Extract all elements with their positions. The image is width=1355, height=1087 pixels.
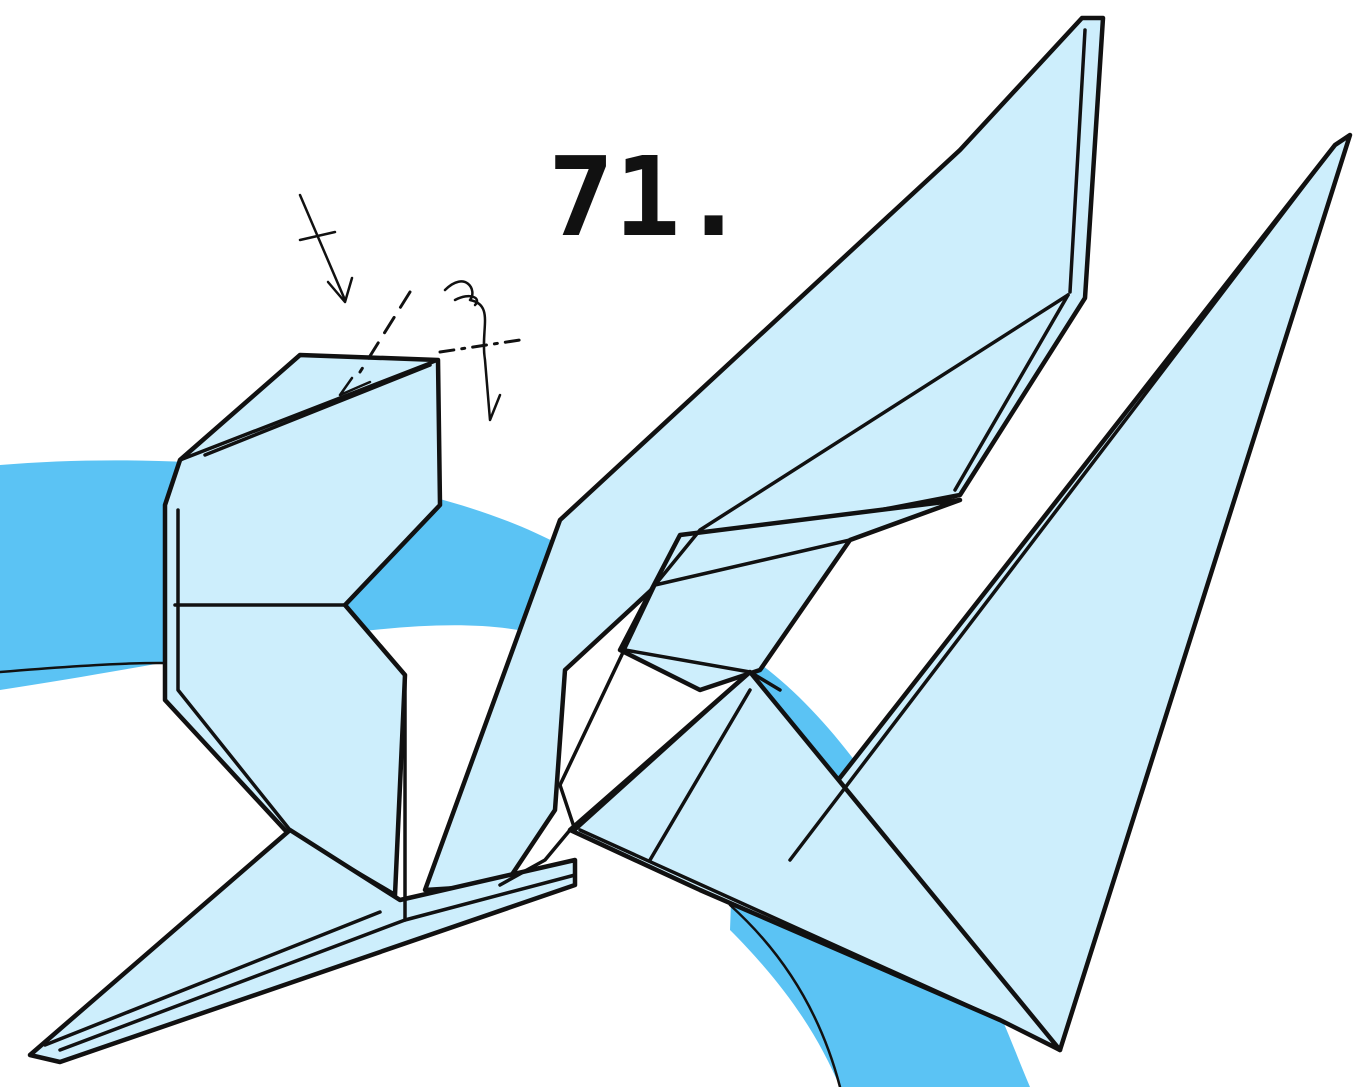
mountain-fold-line bbox=[440, 340, 520, 352]
step-number: 71. bbox=[548, 133, 747, 261]
push-down-arrow-icon bbox=[300, 195, 352, 302]
